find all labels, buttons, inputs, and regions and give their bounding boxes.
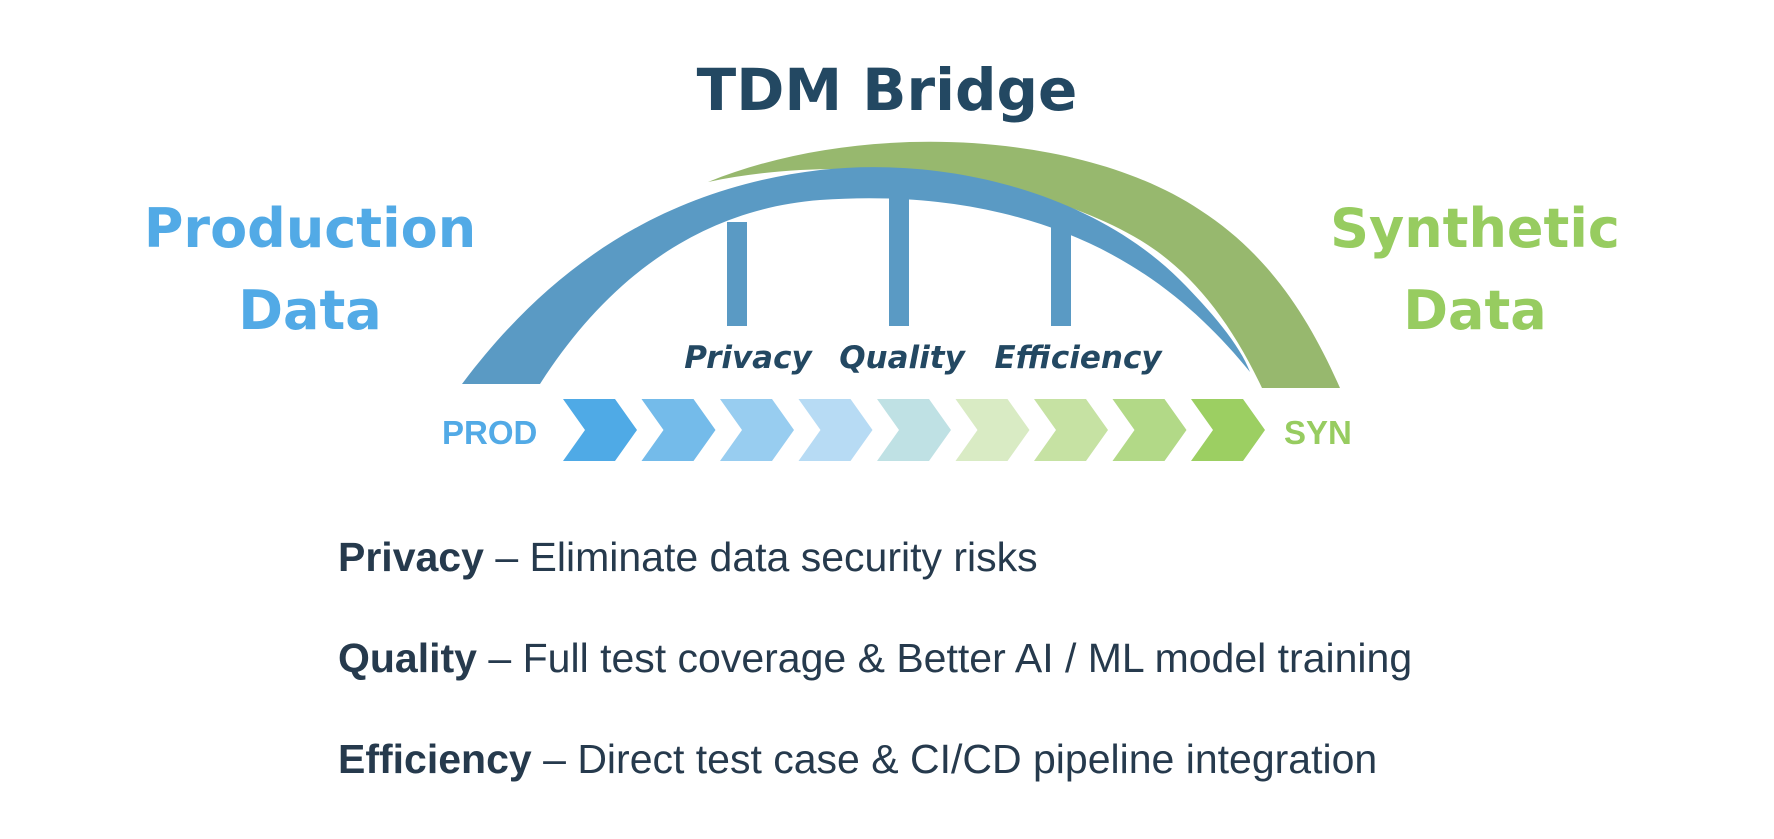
flow-chevrons: [563, 399, 1265, 461]
benefit-privacy: Privacy – Eliminate data security risks: [338, 532, 1412, 633]
pillar-label-efficiency: Efficiency: [994, 340, 1163, 376]
benefit-separator: –: [543, 736, 566, 782]
pillar-efficiency: [1051, 222, 1071, 326]
pillar-quality: [889, 192, 909, 326]
benefit-efficiency: Efficiency – Direct test case & CI/CD pi…: [338, 734, 1412, 835]
synthetic-data-line2: Data: [1403, 279, 1547, 342]
pillar-label-privacy: Privacy: [684, 340, 813, 376]
chevron-right-icon: [1112, 399, 1187, 461]
chevron-right-icon: [641, 399, 716, 461]
pillar-label-quality: Quality: [839, 340, 966, 376]
chevron-right-icon: [1191, 399, 1265, 461]
green-arc: [708, 141, 1340, 388]
benefit-separator: –: [488, 635, 512, 681]
chevron-right-icon: [1034, 399, 1108, 461]
chevron-right-icon: [955, 399, 1030, 461]
chevron-right-icon: [720, 399, 794, 461]
benefit-name: Efficiency: [338, 736, 532, 782]
chevron-right-icon: [877, 399, 951, 461]
prod-label: PROD: [442, 414, 537, 451]
chevron-right-icon: [563, 399, 637, 461]
production-data-line2: Data: [238, 279, 382, 342]
pillar-privacy: [727, 222, 747, 326]
benefits-list: Privacy – Eliminate data security risks …: [338, 532, 1412, 835]
benefit-description: Eliminate data security risks: [529, 534, 1038, 580]
benefit-description: Direct test case & CI/CD pipeline integr…: [577, 736, 1378, 782]
syn-label: SYN: [1284, 414, 1352, 451]
synthetic-data-line1: Synthetic: [1330, 197, 1620, 260]
benefit-separator: –: [495, 534, 519, 580]
chevron-right-icon: [798, 399, 873, 461]
synthetic-data-label: Synthetic Data: [1295, 188, 1655, 352]
benefit-quality: Quality – Full test coverage & Better AI…: [338, 633, 1412, 734]
production-data-line1: Production: [143, 197, 477, 260]
page-title: TDM Bridge: [696, 56, 1078, 124]
benefit-name: Quality: [338, 635, 477, 681]
benefit-name: Privacy: [338, 534, 484, 580]
benefit-description: Full test coverage & Better AI / ML mode…: [522, 635, 1413, 681]
bridge-arch: [462, 167, 1250, 384]
production-data-label: Production Data: [130, 188, 490, 352]
